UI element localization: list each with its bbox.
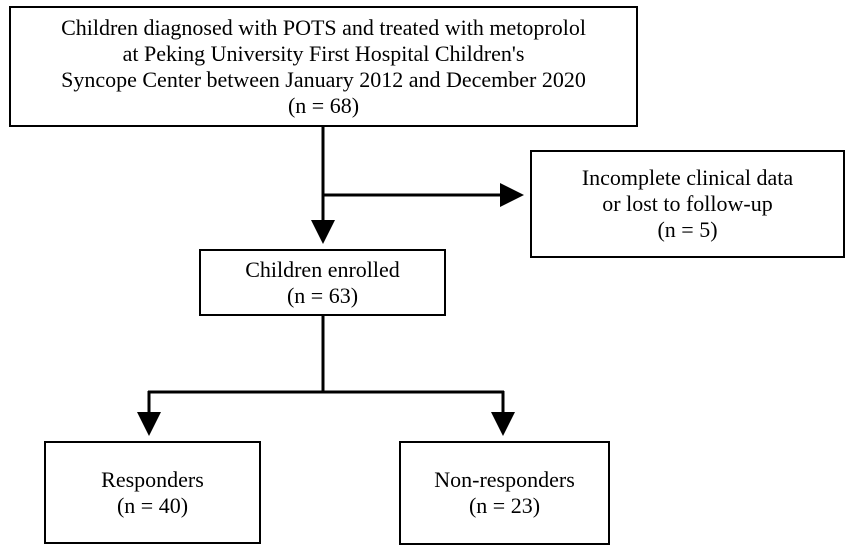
excluded-line-1: Incomplete clinical data <box>581 165 794 190</box>
excluded-box: Incomplete clinical data or lost to foll… <box>530 150 845 258</box>
enrolled-count: (n = 63) <box>286 282 359 308</box>
enrolled-label: Children enrolled <box>245 256 400 282</box>
non-responders-label: Non-responders <box>434 467 575 492</box>
non-responders-box: Non-responders (n = 23) <box>399 441 610 545</box>
responders-box: Responders (n = 40) <box>44 441 261 544</box>
excluded-line-2: or lost to follow-up <box>602 191 773 216</box>
initial-cohort-box: Children diagnosed with POTS and treated… <box>9 6 638 127</box>
initial-cohort-count: (n = 68) <box>287 92 360 118</box>
initial-cohort-line-3: Syncope Center between January 2012 and … <box>61 66 586 92</box>
non-responders-count: (n = 23) <box>468 493 541 518</box>
responders-label: Responders <box>101 466 204 492</box>
initial-cohort-line-1: Children diagnosed with POTS and treated… <box>61 14 586 40</box>
excluded-count: (n = 5) <box>657 217 718 242</box>
responders-count: (n = 40) <box>116 492 189 518</box>
enrolled-box: Children enrolled (n = 63) <box>199 249 446 316</box>
initial-cohort-line-2: at Peking University First Hospital Chil… <box>122 40 525 66</box>
